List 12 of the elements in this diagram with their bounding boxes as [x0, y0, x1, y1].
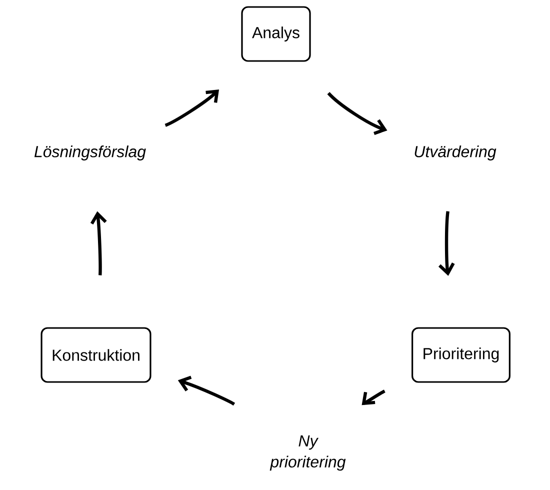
arrow [438, 211, 455, 276]
arrow [90, 211, 107, 276]
step-label: Ny prioritering [270, 435, 346, 471]
process-box: Prioritering [412, 327, 510, 383]
arrow [178, 376, 236, 406]
arrow [327, 92, 388, 135]
arrow [362, 390, 386, 406]
step-label: Utvärdering [414, 146, 496, 160]
process-box: Analys [241, 6, 311, 62]
arrow [164, 90, 220, 127]
process-box: Konstruktion [40, 327, 152, 383]
step-label: Lösningsförslag [34, 146, 146, 160]
